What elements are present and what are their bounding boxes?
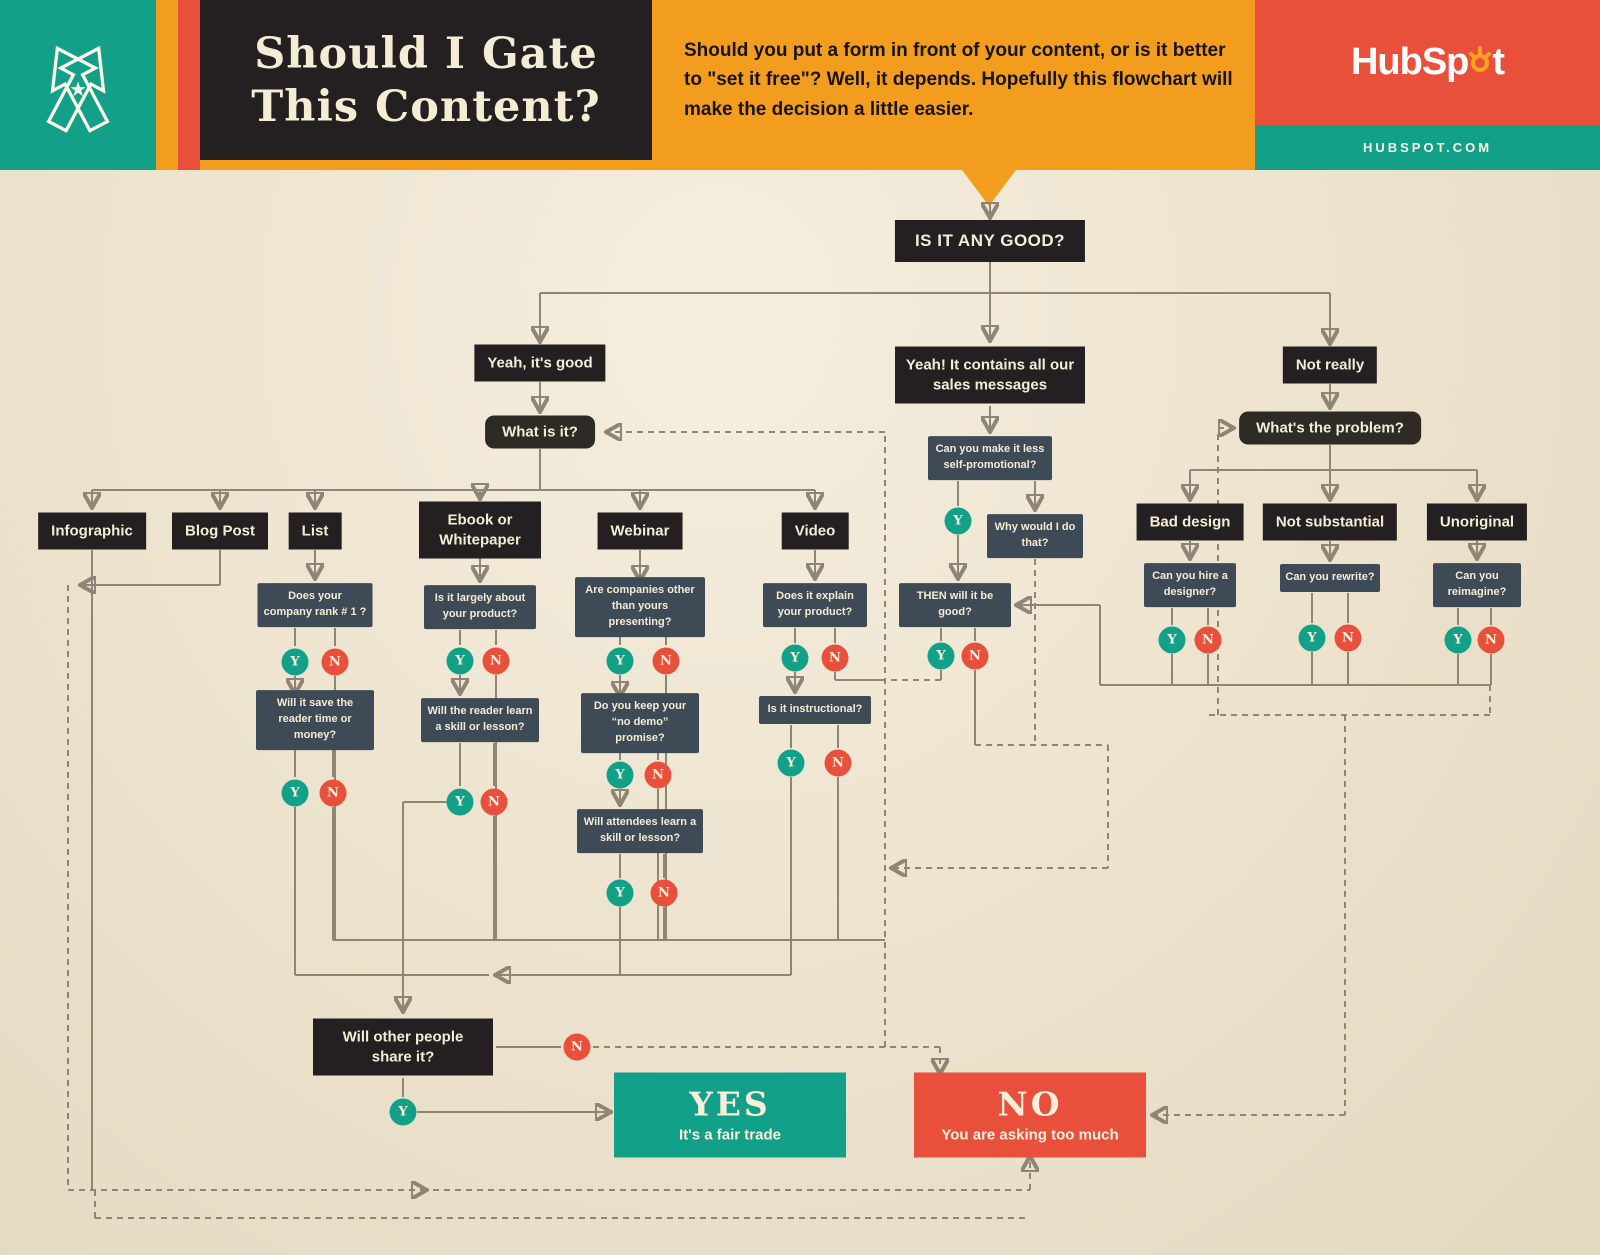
question-hire-designer: Can you hire a designer?: [1144, 563, 1236, 607]
no-circle: N: [319, 779, 347, 807]
result-yes: YES It's a fair trade: [614, 1072, 846, 1158]
no-circle: N: [480, 788, 508, 816]
question-attendees-learn-skill: Will attendees learn a skill or lesson?: [577, 809, 703, 853]
yes-circle: Y: [606, 879, 634, 907]
no-circle: N: [650, 879, 678, 907]
node-not-really: Not really: [1282, 346, 1378, 384]
node-webinar: Webinar: [597, 512, 683, 550]
question-other-companies-presenting: Are companies other than yours presentin…: [575, 577, 705, 637]
header-banner: ★ Should I Gate This Content? Should you…: [0, 0, 1600, 170]
question-why-would-i: Why would I do that?: [987, 514, 1083, 558]
result-yes-subtitle: It's a fair trade: [679, 1126, 781, 1144]
question-can-you-reimagine: Can you reimagine?: [1433, 563, 1521, 607]
no-circle: N: [321, 648, 349, 676]
node-list: List: [288, 512, 342, 550]
yes-circle: Y: [389, 1098, 417, 1126]
question-largely-about-product: Is it largely about your product?: [424, 585, 536, 629]
node-blog-post: Blog Post: [172, 512, 268, 550]
yes-circle: Y: [781, 644, 809, 672]
brand-text-pre: HubSp: [1350, 41, 1469, 83]
question-save-time-or-money: Will it save the reader time or money?: [256, 690, 374, 750]
no-circle: N: [824, 749, 852, 777]
title-line-2: This Content?: [251, 81, 601, 132]
yes-circle: Y: [281, 648, 309, 676]
question-no-demo-promise: Do you keep your “no demo” promise?: [581, 693, 699, 753]
intro-text: Should you put a form in front of your c…: [684, 40, 1233, 120]
yes-circle: Y: [446, 647, 474, 675]
brand-mark-block: ★: [0, 0, 156, 170]
question-is-it-instructional: Is it instructional?: [759, 696, 871, 724]
node-will-others-share: Will other people share it?: [313, 1018, 493, 1076]
question-can-you-rewrite: Can you rewrite?: [1280, 564, 1380, 592]
banner-pointer: [962, 170, 1016, 206]
no-circle: N: [821, 644, 849, 672]
yes-circle: Y: [1158, 626, 1186, 654]
node-what-is-it: What is it?: [485, 415, 595, 449]
node-whats-the-problem: What's the problem?: [1239, 411, 1421, 445]
node-yeah-its-good: Yeah, it's good: [474, 344, 606, 382]
sprocket-o-icon: [1469, 46, 1492, 72]
star-icon: ★: [69, 79, 87, 101]
no-circle: N: [1334, 624, 1362, 652]
result-no: NO You are asking too much: [914, 1072, 1146, 1158]
question-explain-product: Does it explain your product?: [763, 583, 867, 627]
no-circle: N: [563, 1033, 591, 1061]
result-yes-title: YES: [689, 1084, 771, 1124]
yes-circle: Y: [446, 788, 474, 816]
node-unoriginal: Unoriginal: [1426, 503, 1528, 541]
yes-circle: Y: [606, 761, 634, 789]
node-bad-design: Bad design: [1136, 503, 1244, 541]
no-circle: N: [644, 761, 672, 789]
crossed-arrows-logo-icon: ★: [46, 45, 110, 133]
title-line-1: Should I Gate: [254, 28, 598, 79]
brand-text-post: t: [1492, 41, 1505, 83]
node-infographic: Infographic: [38, 512, 146, 550]
yes-circle: Y: [927, 642, 955, 670]
yes-circle: Y: [1298, 624, 1326, 652]
no-circle: N: [961, 642, 989, 670]
no-circle: N: [1477, 626, 1505, 654]
result-no-title: NO: [997, 1084, 1063, 1124]
node-video: Video: [781, 512, 849, 550]
yes-circle: Y: [1444, 626, 1472, 654]
yes-circle: Y: [944, 507, 972, 535]
yes-circle: Y: [281, 779, 309, 807]
result-no-subtitle: You are asking too much: [941, 1126, 1119, 1144]
red-accent-stripe: [178, 0, 200, 170]
question-less-self-promotional: Can you make it less self-promotional?: [928, 436, 1052, 480]
no-circle: N: [482, 647, 510, 675]
node-ebook-whitepaper: Ebook or Whitepaper: [419, 501, 541, 559]
node-contains-sales-messages: Yeah! It contains all our sales messages: [895, 346, 1085, 404]
yes-circle: Y: [777, 749, 805, 777]
no-circle: N: [652, 647, 680, 675]
no-circle: N: [1194, 626, 1222, 654]
page-title: Should I Gate This Content?: [200, 0, 652, 160]
question-reader-learn-skill: Will the reader learn a skill or lesson?: [421, 698, 539, 742]
node-not-substantial: Not substantial: [1262, 503, 1398, 541]
question-then-will-it-be-good: THEN will it be good?: [899, 583, 1011, 627]
node-is-it-any-good: IS IT ANY GOOD?: [894, 220, 1086, 262]
hubspot-url: HUBSPOT.COM: [1255, 125, 1600, 170]
question-company-rank: Does your company rank # 1 ?: [257, 583, 373, 627]
yes-circle: Y: [606, 647, 634, 675]
